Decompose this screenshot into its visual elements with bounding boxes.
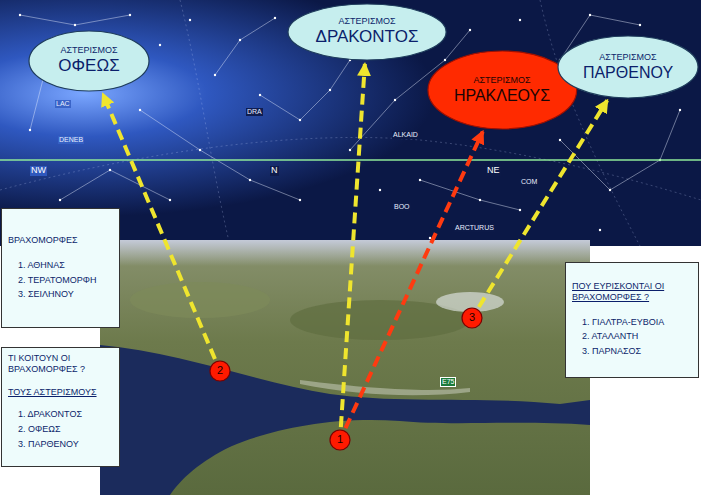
circle-shape	[210, 361, 230, 381]
constellation-name: ΠΑΡΘΕΝΟΥ	[583, 63, 673, 82]
text-group: ΑΣΤΕΡΙΣΜΟΣΗΡΑΚΛΕΟΥΣ	[454, 75, 550, 105]
info-box: ΠΟΥ ΕΥΡΙΣΚΟΝΤΑΙ ΟΙ ΒΡΑΧΟΜΟΡΦΕΣ ? 1. ΓΙΑΛΤ…	[565, 262, 699, 378]
box-heading: ΒΡΑΧΟΜΟΡΦΕΣ	[8, 235, 113, 246]
callout-circle: 3	[461, 307, 483, 329]
text-group: ΒΡΑΧΟΜΟΡΦΕΣ 1. ΑΘΗΝΑΣ 2. ΤΕΡΑΤΟΜΟΡΦΗ 3. ΣΕΙ…	[8, 235, 113, 300]
ellipse-heading: ΑΣΤΕΡΙΣΜΟΣ	[58, 45, 119, 56]
road-sign: E75	[440, 377, 456, 387]
dashed-arrow	[345, 132, 482, 429]
constellation-ellipse: ΑΣΤΕΡΙΣΜΟΣΟΦΕΩΣ	[28, 30, 150, 92]
horizon-line	[0, 159, 701, 160]
box-heading: ΤΙ ΚΟΙΤΟΥΝ ΟΙ ΒΡΑΧΟΜΟΡΦΕΣ ?	[8, 353, 113, 375]
dashed-arrow	[341, 64, 365, 427]
star-label: ARCTURUS	[454, 224, 495, 232]
callout-circle: 2	[209, 360, 231, 382]
highlight-ellipse: ΑΣΤΕΡΙΣΜΟΣΗΡΑΚΛΕΟΥΣ	[427, 50, 578, 130]
callout-number: 1	[337, 433, 343, 446]
ellipse-shape	[428, 51, 577, 129]
callout-number: 2	[217, 364, 223, 377]
list-item: 1. ΓΙΑΛΤΡΑ-ΕΥΒΟΙΑ	[582, 317, 692, 328]
ellipse-heading: ΑΣΤΕΡΙΣΜΟΣ	[316, 16, 419, 27]
text-group: 1	[337, 433, 343, 446]
list-item: 1. ΔΡΑΚΟΝΤΟΣ	[18, 409, 113, 420]
callout-circle: 1	[329, 429, 351, 451]
star-label: COM	[520, 178, 538, 186]
text-group: ΑΣΤΕΡΙΣΜΟΣΔΡΑΚΟΝΤΟΣ	[316, 16, 419, 47]
star-label: DENEB	[58, 136, 84, 144]
star-label: LAC	[55, 100, 71, 108]
text-group: 2	[217, 364, 223, 377]
text-group: 3	[469, 311, 475, 324]
text-group: ΑΣΤΕΡΙΣΜΟΣΟΦΕΩΣ	[58, 45, 119, 76]
constellation-name: ΗΡΑΚΛΕΟΥΣ	[454, 86, 550, 105]
callout-number: 3	[469, 311, 475, 324]
circle-shape	[330, 430, 350, 450]
star-label: DRA	[246, 108, 263, 116]
list-item: 2. ΟΦΕΩΣ	[18, 424, 113, 435]
info-box: ΤΙ ΚΟΙΤΟΥΝ ΟΙ ΒΡΑΧΟΜΟΡΦΕΣ ? ΤΟΥΣ ΑΣΤΕΡΙΣΜ…	[1, 347, 120, 467]
ellipse-shape	[29, 31, 149, 91]
info-box: ΒΡΑΧΟΜΟΡΦΕΣ 1. ΑΘΗΝΑΣ 2. ΤΕΡΑΤΟΜΟΡΦΗ 3. ΣΕΙ…	[1, 208, 120, 328]
compass-label: N	[270, 166, 279, 176]
land-patch	[130, 282, 270, 318]
text-group: ΑΣΤΕΡΙΣΜΟΣΠΑΡΘΕΝΟΥ	[583, 52, 673, 82]
compass-label: NW	[30, 166, 47, 176]
list-item: 3. ΣΕΙΛΗΝΟΥ	[18, 289, 113, 300]
constellation-name: ΔΡΑΚΟΝΤΟΣ	[316, 27, 419, 47]
text-group: ΤΙ ΚΟΙΤΟΥΝ ΟΙ ΒΡΑΧΟΜΟΡΦΕΣ ? ΤΟΥΣ ΑΣΤΕΡΙΣΜ…	[8, 353, 113, 450]
box-heading: ΠΟΥ ΕΥΡΙΣΚΟΝΤΑΙ ΟΙ ΒΡΑΧΟΜΟΡΦΕΣ ?	[572, 281, 692, 303]
compass-label: NE	[486, 166, 501, 176]
box-subheading: ΤΟΥΣ ΑΣΤΕΡΙΣΜΟΥΣ	[8, 387, 113, 398]
list-item: 2. ΑΤΑΛΑΝΤΗ	[582, 331, 692, 342]
list-item: 3. ΠΑΡΝΑΣΟΣ	[582, 346, 692, 357]
list-item: 1. ΑΘΗΝΑΣ	[18, 260, 113, 271]
list-item: 3. ΠΑΡΘΕΝΟΥ	[18, 439, 113, 450]
circle-shape	[462, 308, 482, 328]
list-item: 2. ΤΕΡΑΤΟΜΟΡΦΗ	[18, 275, 113, 286]
constellation-name: ΟΦΕΩΣ	[58, 56, 119, 76]
ellipse-heading: ΑΣΤΕΡΙΣΜΟΣ	[454, 75, 550, 86]
constellation-ellipse: ΑΣΤΕΡΙΣΜΟΣΠΑΡΘΕΝΟΥ	[557, 35, 699, 99]
constellation-ellipse: ΑΣΤΕΡΙΣΜΟΣΔΡΑΚΟΝΤΟΣ	[287, 3, 447, 61]
ellipse-shape	[558, 36, 698, 98]
star-label: ALKAID	[392, 131, 419, 139]
text-group: ΠΟΥ ΕΥΡΙΣΚΟΝΤΑΙ ΟΙ ΒΡΑΧΟΜΟΡΦΕΣ ? 1. ΓΙΑΛΤ…	[572, 281, 692, 357]
star-label: BOO	[393, 203, 411, 211]
ellipse-heading: ΑΣΤΕΡΙΣΜΟΣ	[583, 52, 673, 63]
ellipse-shape	[288, 4, 446, 60]
